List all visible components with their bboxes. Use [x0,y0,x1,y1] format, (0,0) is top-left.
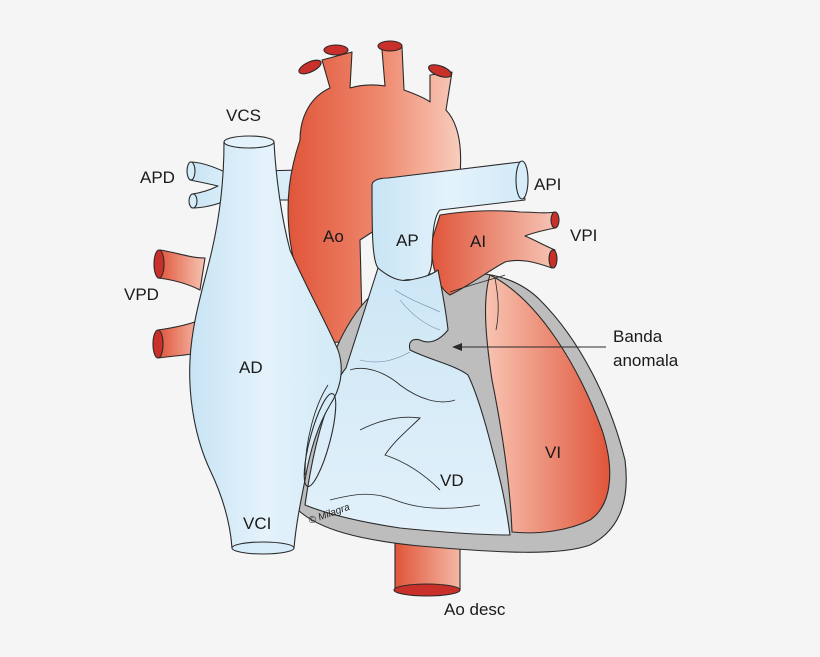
left-atrium [431,210,560,331]
label-vcs: VCS [226,106,261,125]
label-apd: APD [140,168,175,187]
pulmonary-artery [371,160,529,283]
label-vpd: VPD [124,285,159,304]
label-ao-desc: Ao desc [444,600,506,619]
label-anomala: anomala [613,351,679,370]
label-vpi: VPI [570,226,597,245]
label-ao: Ao [323,227,344,246]
banda-anomala-pointer [452,343,606,351]
right-atrium [189,135,342,555]
label-vci: VCI [243,514,271,533]
label-api: API [534,175,561,194]
label-ai: AI [470,232,486,251]
label-vd: VD [440,471,464,490]
label-banda: Banda [613,327,663,346]
label-vi: VI [545,443,561,462]
label-ad: AD [239,358,263,377]
label-ap: AP [396,231,419,250]
left-ventricle [485,274,611,534]
